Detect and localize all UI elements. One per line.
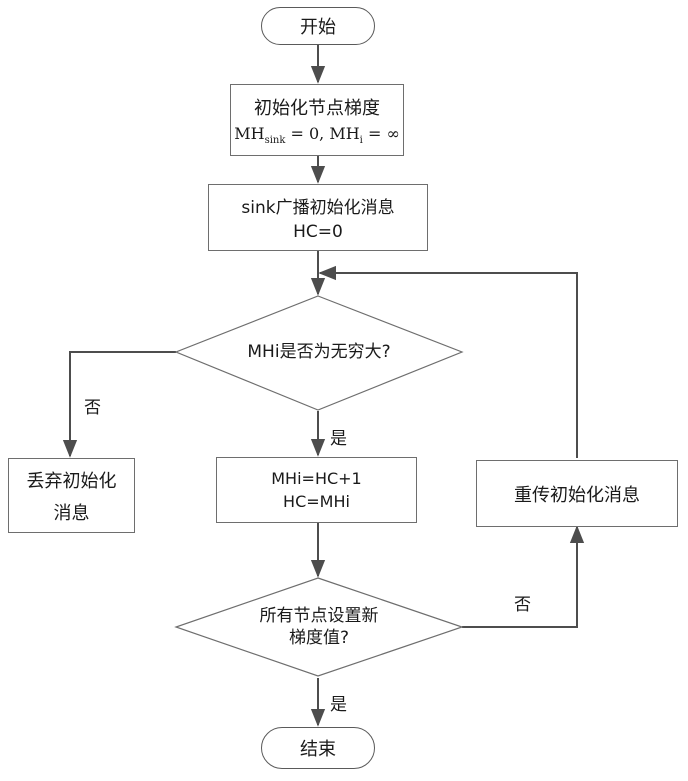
- init-gradient-title: 初始化节点梯度: [254, 94, 380, 120]
- broadcast-line2: HC=0: [293, 222, 343, 242]
- resend-label: 重传初始化消息: [514, 481, 640, 507]
- discard-line2: 消息: [54, 499, 90, 525]
- init-gradient-formula: MHsink = 0, MHi = ∞: [234, 124, 400, 146]
- update-line1: MHi=HC+1: [271, 469, 361, 488]
- decision2-line1: 所有节点设置新: [206, 605, 432, 627]
- label-no-discard: 否: [84, 393, 101, 418]
- discard-line1: 丢弃初始化: [27, 467, 117, 493]
- decision1-text: MHi是否为无穷大?: [196, 341, 442, 363]
- discard-box: 丢弃初始化 消息: [8, 458, 135, 533]
- update-line2: HC=MHi: [283, 492, 350, 511]
- resend-box: 重传初始化消息: [476, 460, 678, 527]
- label-no-resend: 否: [514, 590, 531, 615]
- decision2-text: 所有节点设置新 梯度值?: [206, 605, 432, 649]
- start-terminator: 开始: [261, 7, 375, 45]
- start-label: 开始: [300, 13, 336, 39]
- label-yes-end: 是: [330, 690, 347, 715]
- end-terminator: 结束: [261, 727, 375, 769]
- update-box: MHi=HC+1 HC=MHi: [216, 457, 417, 523]
- end-label: 结束: [300, 735, 336, 761]
- broadcast-box: sink广播初始化消息 HC=0: [208, 184, 428, 251]
- decision2-line2: 梯度值?: [206, 627, 432, 649]
- broadcast-line1: sink广播初始化消息: [241, 193, 394, 218]
- label-yes-update: 是: [330, 424, 347, 449]
- init-gradient-box: 初始化节点梯度 MHsink = 0, MHi = ∞: [230, 84, 404, 156]
